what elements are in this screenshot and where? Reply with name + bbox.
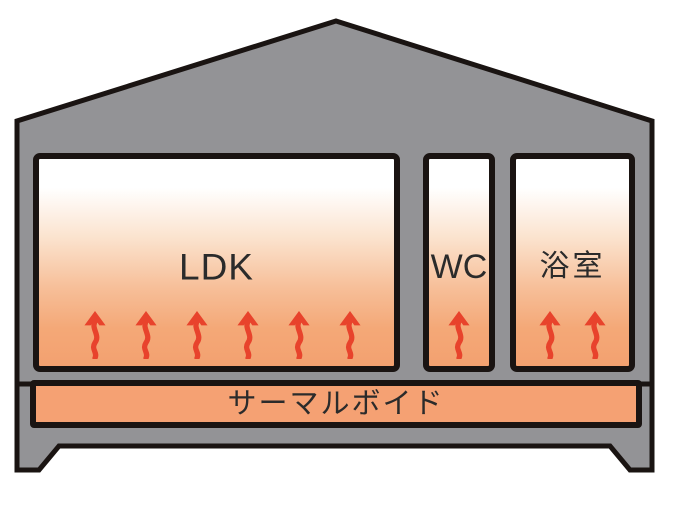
- room-wc-heat-arrows: [429, 311, 489, 359]
- heat-arrow-icon: [448, 311, 470, 359]
- room-bathroom-heat-arrows: [516, 311, 629, 359]
- thermal-void-bar: サーマルボイド: [30, 380, 642, 428]
- heat-arrow-icon: [539, 311, 561, 359]
- thermal-void-label: サーマルボイド: [227, 387, 445, 420]
- heat-arrow-icon: [584, 311, 606, 359]
- room-ldk-heat-arrows: [39, 311, 394, 359]
- room-wc: WC: [423, 153, 495, 372]
- heat-arrow-icon: [237, 311, 259, 359]
- room-ldk: LDK: [33, 153, 400, 372]
- room-bathroom: 浴室: [510, 153, 635, 372]
- room-ldk-label: LDK: [179, 246, 254, 288]
- heat-arrow-icon: [84, 311, 106, 359]
- heat-arrow-icon: [288, 311, 310, 359]
- heat-arrow-icon: [135, 311, 157, 359]
- room-wc-label: WC: [430, 247, 488, 286]
- heat-arrow-icon: [339, 311, 361, 359]
- heat-arrow-icon: [186, 311, 208, 359]
- room-bathroom-label: 浴室: [539, 249, 606, 283]
